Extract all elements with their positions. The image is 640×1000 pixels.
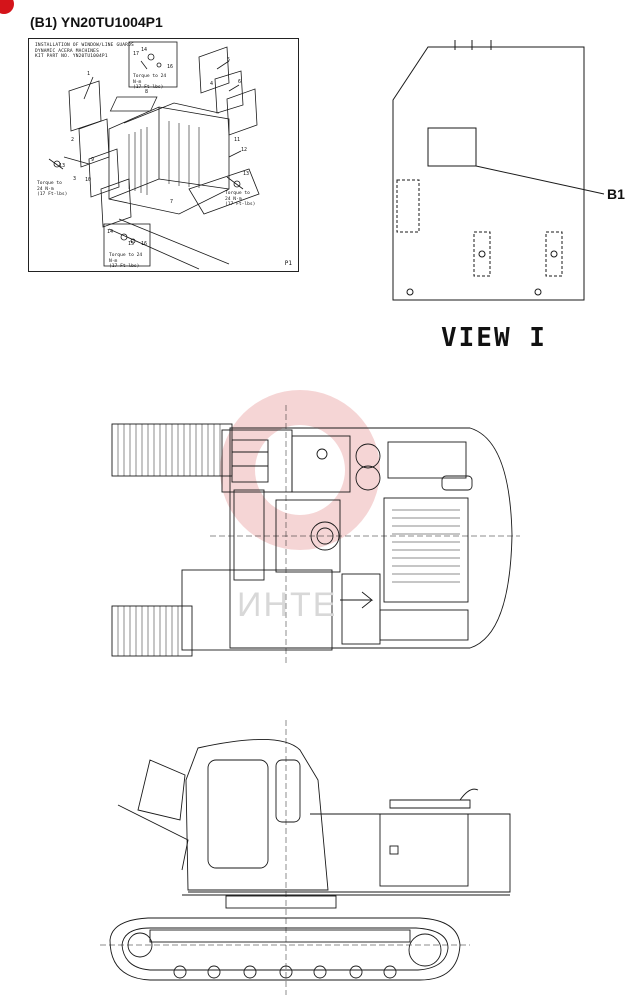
kit-title-line: INSTALLATION OF WINDOW/LINE GUARDS — [35, 43, 134, 48]
torque-note-line: (17 Ft-lbs) — [225, 202, 256, 208]
torque-note: Torque to 24 N·m (17 Ft-lbs) — [225, 191, 265, 208]
page-title: (B1) YN20TU1004P1 — [30, 14, 163, 30]
callout-number: 11 — [234, 137, 241, 143]
callout-number: 15 — [128, 241, 135, 247]
torque-note-line: Torque to — [225, 191, 250, 196]
callout-number: 4 — [210, 81, 214, 87]
callout-number: 9 — [91, 157, 95, 163]
callout-number: 12 — [241, 147, 248, 153]
reference-label-b1: B1 — [607, 186, 625, 202]
torque-note-line: 24 N·m — [225, 196, 242, 202]
torque-note-line: Torque to — [37, 181, 62, 186]
callout-number: 10 — [85, 177, 92, 183]
excavator-side-view — [100, 720, 511, 995]
callout-number: 14 — [141, 47, 148, 53]
torque-note-line: (17 Ft-lbs) — [37, 192, 68, 198]
callout-number: 17 — [133, 51, 140, 57]
callout-number: 5 — [227, 57, 231, 63]
callout-number: 16 — [167, 64, 174, 70]
page-tag: P1 — [284, 260, 292, 267]
callout-number: 8 — [145, 89, 149, 95]
watermark-text: ИНТЕ — [237, 586, 338, 624]
kit-title-line: KIT PART NO. YN20TU1004P1 — [35, 54, 108, 59]
kit-installation-drawing: INSTALLATION OF WINDOW/LINE GUARDS DYNAM… — [28, 38, 299, 272]
callout-number: 6 — [238, 79, 242, 85]
callout-number: 1 — [87, 71, 91, 77]
torque-note: Torque to 24 N·m (17 Ft-lbs) — [37, 181, 77, 198]
callout-number: 13 — [59, 163, 66, 169]
kit-title-line: DYNAMIC ACERA MACHINES — [35, 48, 100, 54]
callout-number: 3 — [73, 176, 77, 182]
kit-title: INSTALLATION OF WINDOW/LINE GUARDS DYNAM… — [35, 43, 145, 60]
excavator-top-view — [111, 405, 520, 665]
torque-note-line: 24 N·m — [37, 186, 54, 192]
view-label: VIEW I — [441, 323, 547, 353]
callout-number: 7 — [170, 199, 174, 205]
torque-note: Torque to 24 N·m (17 Ft-lbs) — [133, 74, 173, 91]
watermark-logo — [220, 390, 380, 550]
torque-note-line: (17 Ft-lbs) — [133, 85, 164, 91]
callout-number: 13 — [243, 171, 250, 177]
torque-note-line: Torque to 24 N·m — [133, 74, 167, 85]
torque-note-line: Torque to 24 N·m — [109, 253, 143, 264]
callout-number: 16 — [141, 241, 148, 247]
callout-number: 2 — [71, 137, 75, 143]
torque-note-line: (17 Ft-lbs) — [109, 264, 140, 270]
torque-note: Torque to 24 N·m (17 Ft-lbs) — [109, 253, 149, 270]
view-i-panel — [392, 40, 605, 301]
corner-badge — [0, 0, 14, 14]
callout-number: 14 — [107, 229, 114, 235]
kit-drawing-svg — [48, 41, 260, 270]
